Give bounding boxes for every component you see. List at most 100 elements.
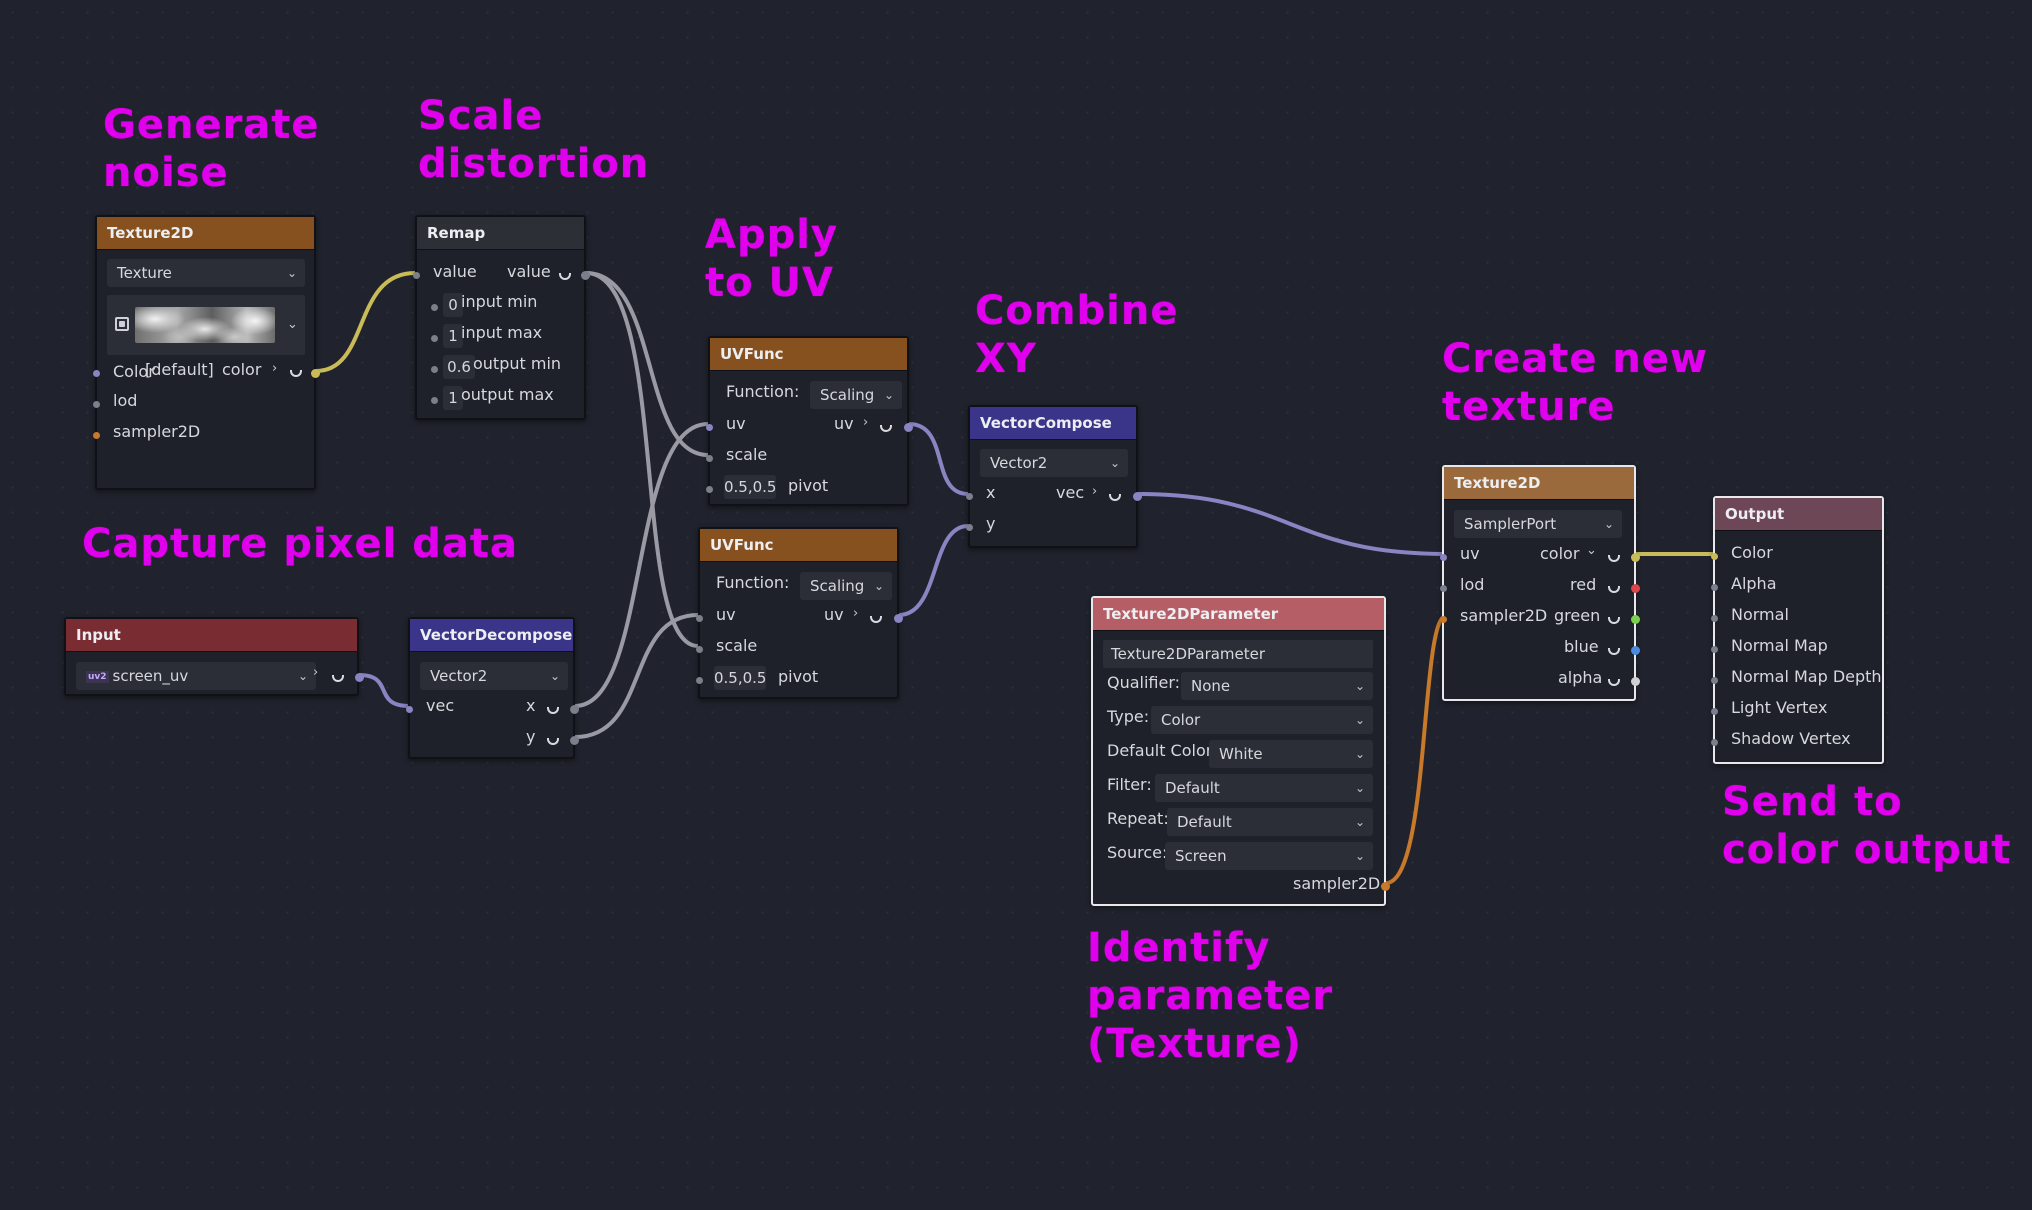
expand-output-icon[interactable] [559,273,571,280]
uvfunc-node-2[interactable]: UVFunc Function: Scaling ⌄ uv uv › scale… [696,527,903,699]
chevron-down-icon[interactable]: ⌄ [287,317,298,332]
expand-output-icon[interactable] [547,707,559,714]
uv-output-port[interactable] [894,614,903,623]
alpha-output-port[interactable] [1631,677,1640,686]
filter-select[interactable]: Default ⌄ [1155,774,1373,802]
vec-input-port[interactable] [406,706,413,713]
parameter-name-field[interactable]: Texture2DParameter [1103,640,1373,668]
expand-output-icon[interactable] [547,738,559,745]
shadow-vertex-input-port[interactable] [1711,739,1718,746]
output-min-field[interactable]: 0.6 [443,355,475,379]
chevron-right-icon[interactable]: › [853,606,859,621]
sampler-input-port[interactable] [1440,616,1447,623]
red-output-port[interactable] [1631,584,1640,593]
normal-map-depth-input-port[interactable] [1711,677,1718,684]
output-min-port[interactable] [431,366,438,373]
function-select[interactable]: Scaling ⌄ [800,572,892,600]
source-label: Source: [1107,843,1168,862]
source-select[interactable]: Screen ⌄ [1165,842,1373,870]
expand-output-icon[interactable] [1608,555,1620,562]
texture2d-parameter-node[interactable]: Texture2DParameter Texture2DParameter Qu… [1091,596,1390,906]
default-color-label: Default Color: [1107,741,1218,760]
input-min-field[interactable]: 0 [443,293,463,317]
chevron-down-icon: ⌄ [286,266,297,280]
vector-type-value: Vector2 [990,454,1048,472]
color-output-port[interactable] [1631,553,1640,562]
chevron-right-icon[interactable]: › [863,415,869,430]
input-max-port[interactable] [431,335,438,342]
scale-input-port[interactable] [706,455,713,462]
pivot-input-port[interactable] [696,677,703,684]
output-node[interactable]: Output Color Alpha Normal Normal Map Nor… [1711,496,1884,764]
uvfunc-node-1[interactable]: UVFunc Function: Scaling ⌄ uv uv › scale… [706,336,913,506]
vector-compose-node[interactable]: VectorCompose Vector2 ⌄ x vec › y [966,405,1142,548]
x-output-port[interactable] [570,705,579,714]
sampler-input-port[interactable] [93,432,100,439]
x-input-port[interactable] [966,493,973,500]
expand-output-icon[interactable] [290,370,302,377]
wire-decompose-y-to-uvfunc2 [573,613,700,739]
pivot-field[interactable]: 0.5,0.5 [724,475,776,499]
texture-mode-value: Texture [117,264,172,282]
type-value: Color [1161,711,1201,729]
chevron-right-icon[interactable]: › [313,665,319,680]
uv-input-port[interactable] [93,370,100,377]
lod-input-port[interactable] [93,401,100,408]
uv-input-port[interactable] [706,424,713,431]
pivot-field[interactable]: 0.5,0.5 [714,666,766,690]
expand-output-icon[interactable] [1608,679,1620,686]
expand-output-icon[interactable] [332,675,344,682]
lod-input-port[interactable] [1440,585,1447,592]
expand-output-icon[interactable] [880,425,892,432]
repeat-value: Default [1177,813,1232,831]
value-output-port[interactable] [581,271,590,280]
remap-node[interactable]: Remap value value 0 input min 1 input ma… [413,215,590,420]
light-vertex-input-port[interactable] [1711,708,1718,715]
scale-input-port[interactable] [696,646,703,653]
uv-input-port[interactable] [696,615,703,622]
green-output-port[interactable] [1631,615,1640,624]
alpha-input-port[interactable] [1711,584,1718,591]
texture-mode-select[interactable]: Texture ⌄ [107,259,305,287]
expand-output-icon[interactable] [1608,617,1620,624]
pivot-input-port[interactable] [706,486,713,493]
color-input-port[interactable] [1711,553,1718,560]
normal-map-input-port[interactable] [1711,646,1718,653]
texture2d-new-node[interactable]: Texture2D SamplerPort ⌄ uv color ⌄ lod r… [1440,465,1640,701]
uv-input-port[interactable] [1440,554,1447,561]
expand-output-icon[interactable] [1109,494,1121,501]
color-output-port[interactable] [311,369,320,378]
chevron-right-icon[interactable]: › [1092,484,1098,499]
screen-uv-output-port[interactable] [355,673,364,682]
texture2d-noise-node[interactable]: Texture2D Texture ⌄ ⌄ [default] Color co… [93,215,320,490]
texture-mode-select[interactable]: SamplerPort ⌄ [1454,510,1622,538]
vector-decompose-node[interactable]: VectorDecompose Vector2 ⌄ vec x y [406,617,579,759]
y-output-port[interactable] [570,736,579,745]
qualifier-select[interactable]: None ⌄ [1181,672,1373,700]
input-min-port[interactable] [431,304,438,311]
repeat-select[interactable]: Default ⌄ [1167,808,1373,836]
input-max-field[interactable]: 1 [443,324,463,348]
value-input-port[interactable] [413,272,420,279]
default-color-select[interactable]: White ⌄ [1209,740,1373,768]
vector-type-select[interactable]: Vector2 ⌄ [420,662,568,690]
expand-output-icon[interactable] [1608,648,1620,655]
function-select[interactable]: Scaling ⌄ [810,381,902,409]
chevron-down-icon[interactable]: ⌄ [1586,543,1597,558]
vector-type-select[interactable]: Vector2 ⌄ [980,449,1128,477]
output-max-port[interactable] [431,397,438,404]
type-select[interactable]: Color ⌄ [1151,706,1373,734]
sampler-output-port[interactable] [1381,882,1390,891]
output-max-field[interactable]: 1 [443,386,463,410]
expand-output-icon[interactable] [1608,586,1620,593]
vec-output-port[interactable] [1133,492,1142,501]
y-input-port[interactable] [966,524,973,531]
blue-output-port[interactable] [1631,646,1640,655]
expand-output-icon[interactable] [870,616,882,623]
chevron-right-icon[interactable]: › [272,361,278,376]
x-output-label: x [526,696,536,715]
normal-input-port[interactable] [1711,615,1718,622]
uv-output-port[interactable] [904,423,913,432]
